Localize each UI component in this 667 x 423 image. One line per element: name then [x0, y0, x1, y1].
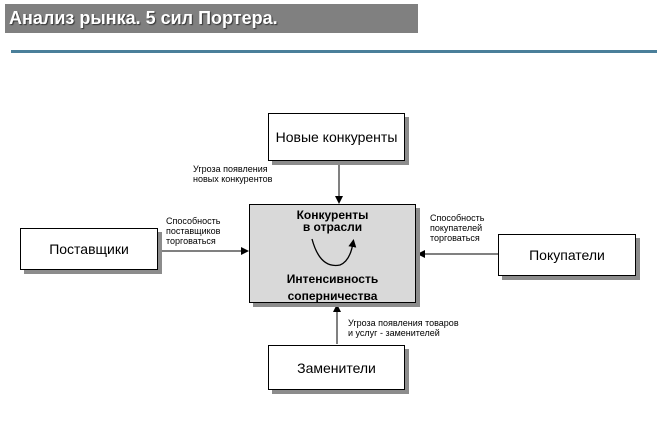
substitutes-box: Заменители	[268, 345, 405, 390]
buyers-box: Покупатели	[498, 234, 636, 276]
center-top-line1: Конкуренты	[296, 208, 369, 222]
rivalry-curved-arrow-icon	[311, 238, 357, 267]
center-bottom-line2: соперничества	[287, 289, 378, 303]
slide-title: Анализ рынка. 5 сил Портера.	[5, 4, 418, 33]
title-divider	[11, 50, 657, 53]
label-new-entrants-threat: Угроза появления новых конкурентов	[193, 164, 273, 184]
label-substitutes-threat: Угроза появления товаров и услуг - замен…	[348, 318, 459, 338]
center-bottom-line1: Интенсивность	[286, 272, 379, 286]
new-competitors-box: Новые конкуренты	[268, 113, 405, 161]
suppliers-label: Поставщики	[49, 241, 129, 257]
suppliers-box: Поставщики	[20, 228, 158, 270]
substitutes-label: Заменители	[297, 359, 376, 376]
new-competitors-label: Новые конкуренты	[275, 129, 398, 145]
label-supplier-power: Способность поставщиков торговаться	[166, 216, 221, 246]
label-buyer-power: Способность покупателей торговаться	[430, 213, 485, 243]
industry-competitors-box: Конкуренты в отрасли Интенсивность сопер…	[249, 204, 416, 303]
center-top-line2: в отрасли	[302, 220, 363, 234]
buyers-label: Покупатели	[529, 247, 605, 263]
